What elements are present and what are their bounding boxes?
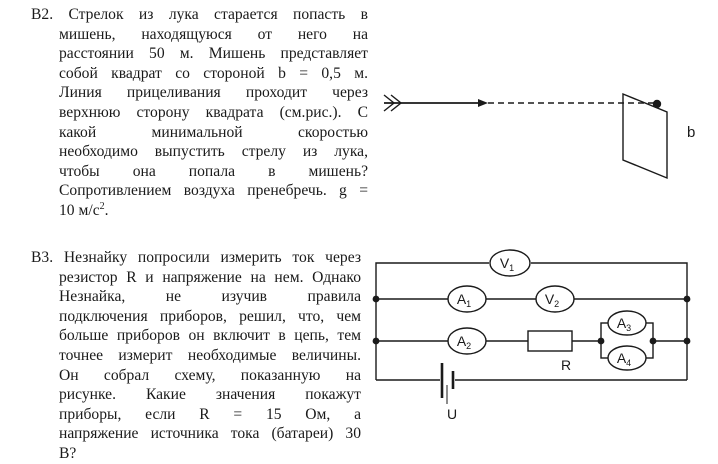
b2-g-value: 10 м/с bbox=[59, 201, 100, 219]
ammeter-a4 bbox=[607, 345, 647, 371]
circuit-diagram bbox=[372, 249, 691, 404]
b3-line-9: приборы, если R = 15 Ом, а bbox=[59, 405, 361, 423]
ammeter-a1 bbox=[447, 285, 487, 313]
b2-line-10: Сопротивлением воздуха пренебречь. g = bbox=[59, 182, 368, 200]
voltmeter-v1 bbox=[489, 249, 531, 277]
b2-line-5: Линия прицеливания проходит через bbox=[59, 84, 368, 102]
label-v1: V1 bbox=[500, 255, 514, 273]
b2-line-8: необходимо выпустить стрелу из лука, bbox=[59, 143, 368, 161]
side-label-b: b bbox=[687, 124, 695, 141]
b3-line-1: B3. Незнайку попросили измерить ток чере… bbox=[31, 249, 361, 266]
target-square bbox=[622, 92, 668, 180]
b2-line-11: 10 м/с2. bbox=[59, 201, 368, 221]
label-u: U bbox=[447, 406, 457, 422]
b2-superscript: 2 bbox=[99, 200, 105, 212]
junction-dot bbox=[683, 295, 691, 303]
b2-line-4: собой квадрат со стороной b = 0,5 м. bbox=[59, 64, 368, 82]
junction-dot bbox=[372, 337, 380, 345]
b2-line-9: чтобы она попала в мишень? bbox=[59, 162, 368, 180]
label-a2: A2 bbox=[457, 333, 471, 351]
wire-top-right bbox=[531, 262, 688, 299]
ammeter-a3 bbox=[607, 310, 647, 336]
label-r: R bbox=[561, 357, 571, 373]
junction-dot bbox=[683, 337, 691, 345]
junctions bbox=[372, 295, 691, 345]
b3-line-6: точнее измерит необходимые величины. bbox=[59, 346, 361, 364]
label-v2: V2 bbox=[545, 291, 559, 309]
b3-line-10: напряжение источника тока (батареи) 30 bbox=[59, 425, 361, 443]
junction-dot bbox=[649, 337, 657, 345]
target-top-dot bbox=[652, 99, 662, 109]
b3-line-5: больше приборов он включит в цепь, тем bbox=[59, 327, 361, 345]
b2-period: . bbox=[104, 201, 109, 219]
b3-line-8: рисунке. Какие значения покажут bbox=[59, 386, 361, 404]
b2-line-2: мишень, находящуюся от него на bbox=[59, 25, 368, 43]
b2-figure: b bbox=[383, 92, 695, 180]
problem-b2-text: B2. Стрелок из лука старается попасть в … bbox=[31, 5, 368, 221]
wire-top bbox=[375, 262, 489, 299]
b2-line-1: B2. Стрелок из лука старается попасть в bbox=[31, 6, 368, 23]
junction-dot bbox=[597, 337, 605, 345]
problem-b3-text: B3. Незнайку попросили измерить ток чере… bbox=[31, 248, 361, 464]
b3-line-4: подключения приборов, решил, что, чем bbox=[59, 307, 361, 325]
label-a4: A4 bbox=[617, 350, 631, 368]
meter-labels: V1 A1 V2 A2 A3 A4 R U bbox=[447, 255, 631, 422]
voltmeter-v2 bbox=[535, 285, 575, 313]
resistor-r bbox=[527, 330, 573, 352]
b2-line-7: какой минимальной скоростью bbox=[59, 123, 368, 141]
b2-line-6: верхнюю сторону квадрата (см.рис.). С bbox=[59, 103, 368, 121]
b2-line-3: расстоянии 50 м. Мишень представляет bbox=[59, 45, 368, 63]
label-a1: A1 bbox=[457, 291, 471, 309]
ammeter-a2 bbox=[447, 327, 487, 355]
arrowhead bbox=[478, 99, 488, 107]
label-a3: A3 bbox=[617, 315, 631, 333]
b3-line-3: Незнайка, не изучив правила bbox=[59, 288, 361, 306]
b3-line-2: резистор R и напряжение на нем. Однако bbox=[59, 268, 361, 286]
junction-dot bbox=[372, 295, 380, 303]
b3-line-7: Он собрал схему, показанную на bbox=[59, 366, 361, 384]
